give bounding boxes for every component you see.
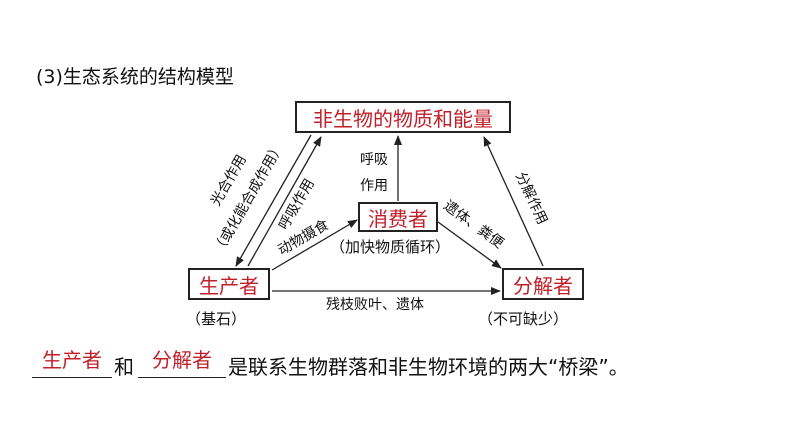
arrow-animal-feeding [271,219,358,271]
node-decomposer: 分解者 [502,268,584,300]
arrow-decomposition [483,136,544,267]
sentence-rest: 是联系生物群落和非生物环境的两大“桥梁”。 [228,355,629,379]
arrow-producer-respiration [247,136,322,267]
section-heading: (3)生态系统的结构模型 [36,66,234,88]
node-consumer: 消费者 [358,202,438,232]
note-producer: （基石） [186,310,247,328]
node-producer: 生产者 [188,268,270,300]
arrow-photosynthesis [235,134,312,267]
label-consumer-respiration-line1: 呼吸 [360,152,388,168]
node-abiotic: 非生物的物质和能量 [295,101,511,133]
note-decomposer: （不可缺少） [478,310,569,328]
arrow-remains-waste [437,221,502,269]
label-consumer-respiration-line2: 作用 [360,178,388,194]
note-consumer: （加快物质循环） [330,238,451,256]
label-residue: 残枝败叶、遗体 [326,297,424,313]
blank-producer: 生产者 [32,347,112,378]
connector-and: 和 [114,355,134,379]
conclusion-sentence: 生产者 和 分解者 是联系生物群落和非生物环境的两大“桥梁”。 [32,347,772,381]
blank-decomposer: 分解者 [138,347,226,378]
